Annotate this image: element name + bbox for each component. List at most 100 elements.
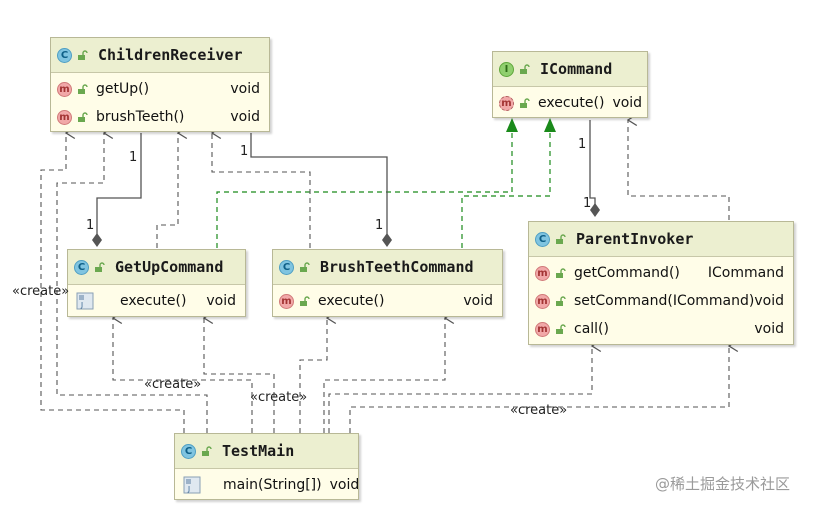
class-icon: C bbox=[181, 443, 196, 459]
method-icon: m bbox=[535, 321, 550, 337]
dependency-edges bbox=[40, 120, 730, 433]
realization-arrowheads bbox=[506, 118, 556, 132]
class-name: ICommand bbox=[540, 60, 613, 78]
aggregation-invoker-icommand bbox=[589, 120, 596, 205]
class-parent-invoker[interactable]: C ParentInvoker m getCommand() ICommand … bbox=[528, 221, 794, 345]
aggregation-diamonds bbox=[92, 203, 600, 247]
method-row[interactable]: m execute() void bbox=[493, 89, 647, 117]
method-row[interactable]: m execute() void bbox=[273, 287, 502, 315]
class-header: C GetUpCommand bbox=[68, 250, 245, 285]
unlock-icon bbox=[78, 112, 88, 122]
method-row[interactable]: m brushTeeth() void bbox=[51, 103, 269, 131]
return-type: void bbox=[754, 321, 784, 337]
class-name: TestMain bbox=[222, 442, 295, 460]
method-name: main(String[]) bbox=[223, 477, 322, 493]
method-name: setCommand(ICommand) bbox=[574, 293, 755, 309]
unlock-icon bbox=[556, 324, 566, 334]
method-icon: m bbox=[57, 109, 72, 125]
return-type: void bbox=[612, 95, 643, 111]
abstract-method-icon: m bbox=[499, 95, 514, 111]
dep-brush-receiver bbox=[212, 133, 311, 248]
dep-testmain-brush bbox=[299, 318, 327, 433]
method-icon: m bbox=[535, 265, 550, 281]
java-file-icon: J bbox=[183, 476, 201, 494]
method-row[interactable]: J execute() void bbox=[68, 287, 245, 315]
dep-testmain-getup-2 bbox=[204, 318, 275, 433]
dep-testmain-invoker-2 bbox=[349, 346, 729, 433]
aggregation-brush-receiver bbox=[250, 133, 388, 234]
class-name: GetUpCommand bbox=[115, 258, 224, 276]
multiplicity-label: 1 bbox=[578, 137, 587, 152]
unlock-icon bbox=[520, 98, 530, 108]
aggregation-edges bbox=[96, 120, 596, 234]
method-name: execute() bbox=[120, 293, 187, 309]
unlock-icon bbox=[300, 262, 310, 272]
method-row[interactable]: J main(String[]) void bbox=[175, 471, 359, 499]
unlock-icon bbox=[520, 64, 530, 74]
class-icon: C bbox=[57, 47, 72, 63]
svg-text:J: J bbox=[80, 301, 83, 309]
dep-testmain-invoker bbox=[328, 346, 592, 433]
realization-brush-to-icommand bbox=[461, 128, 551, 248]
return-type: void bbox=[230, 81, 260, 97]
aggregation-getup-receiver bbox=[96, 133, 142, 234]
diamond-getup bbox=[92, 233, 102, 247]
dep-testmain-receiver-1 bbox=[40, 133, 185, 433]
dep-testmain-brush-2 bbox=[323, 318, 445, 433]
method-name: brushTeeth() bbox=[96, 109, 185, 125]
method-icon: m bbox=[279, 293, 294, 309]
create-label-getup: «create» bbox=[144, 377, 202, 392]
return-type: void bbox=[206, 293, 236, 309]
class-brushteeth-command[interactable]: C BrushTeethCommand m execute() void bbox=[272, 249, 503, 317]
dep-testmain-getup bbox=[113, 318, 253, 433]
create-label-left: «create» bbox=[12, 284, 70, 299]
multiplicity-label: 1 bbox=[375, 218, 384, 233]
return-type: void bbox=[463, 293, 493, 309]
class-icon: C bbox=[74, 259, 89, 275]
method-row[interactable]: m getUp() void bbox=[51, 75, 269, 103]
return-type: void bbox=[230, 109, 260, 125]
unlock-icon bbox=[300, 296, 310, 306]
return-type: void bbox=[329, 477, 360, 493]
class-header: I ICommand bbox=[493, 52, 647, 87]
unlock-icon bbox=[78, 84, 88, 94]
method-name: call() bbox=[574, 321, 609, 337]
return-type: ICommand bbox=[707, 265, 784, 281]
dep-getup-receiver bbox=[156, 133, 178, 248]
interface-icon: I bbox=[499, 61, 514, 77]
diamond-invoker bbox=[590, 203, 600, 217]
class-name: ChildrenReceiver bbox=[98, 46, 243, 64]
method-row[interactable]: m setCommand(ICommand) void bbox=[529, 287, 793, 315]
interface-icommand[interactable]: I ICommand m execute() void bbox=[492, 51, 648, 118]
multiplicity-label: 1 bbox=[583, 196, 592, 211]
create-label-center: «create» bbox=[250, 390, 308, 405]
method-name: getCommand() bbox=[574, 265, 680, 281]
java-file-icon: J bbox=[76, 292, 94, 310]
watermark: @稀土掘金技术社区 bbox=[655, 475, 791, 493]
unlock-icon bbox=[556, 234, 566, 244]
unlock-icon bbox=[202, 446, 212, 456]
class-children-receiver[interactable]: C ChildrenReceiver m getUp() void m brus… bbox=[50, 37, 270, 132]
svg-text:J: J bbox=[187, 485, 190, 493]
class-icon: C bbox=[535, 231, 550, 247]
method-name: execute() bbox=[538, 95, 605, 111]
method-icon: m bbox=[57, 81, 72, 97]
unlock-icon bbox=[556, 268, 566, 278]
class-name: ParentInvoker bbox=[576, 230, 694, 248]
multiplicity-label: 1 bbox=[86, 218, 95, 233]
method-name: execute() bbox=[318, 293, 385, 309]
diamond-brush bbox=[382, 233, 392, 247]
unlock-icon bbox=[556, 296, 566, 306]
class-icon: C bbox=[279, 259, 294, 275]
realization-arrowhead-1 bbox=[506, 118, 518, 132]
method-row[interactable]: m getCommand() ICommand bbox=[529, 259, 793, 287]
class-getup-command[interactable]: C GetUpCommand J execute() void bbox=[67, 249, 246, 317]
method-name: getUp() bbox=[96, 81, 150, 97]
multiplicity-label: 1 bbox=[129, 150, 138, 165]
dep-invoker-icommand bbox=[628, 120, 730, 220]
method-row[interactable]: m call() void bbox=[529, 315, 793, 343]
class-test-main[interactable]: C TestMain J main(String[]) void bbox=[174, 433, 359, 500]
class-name: BrushTeethCommand bbox=[320, 258, 474, 276]
realization-edges bbox=[216, 128, 551, 248]
